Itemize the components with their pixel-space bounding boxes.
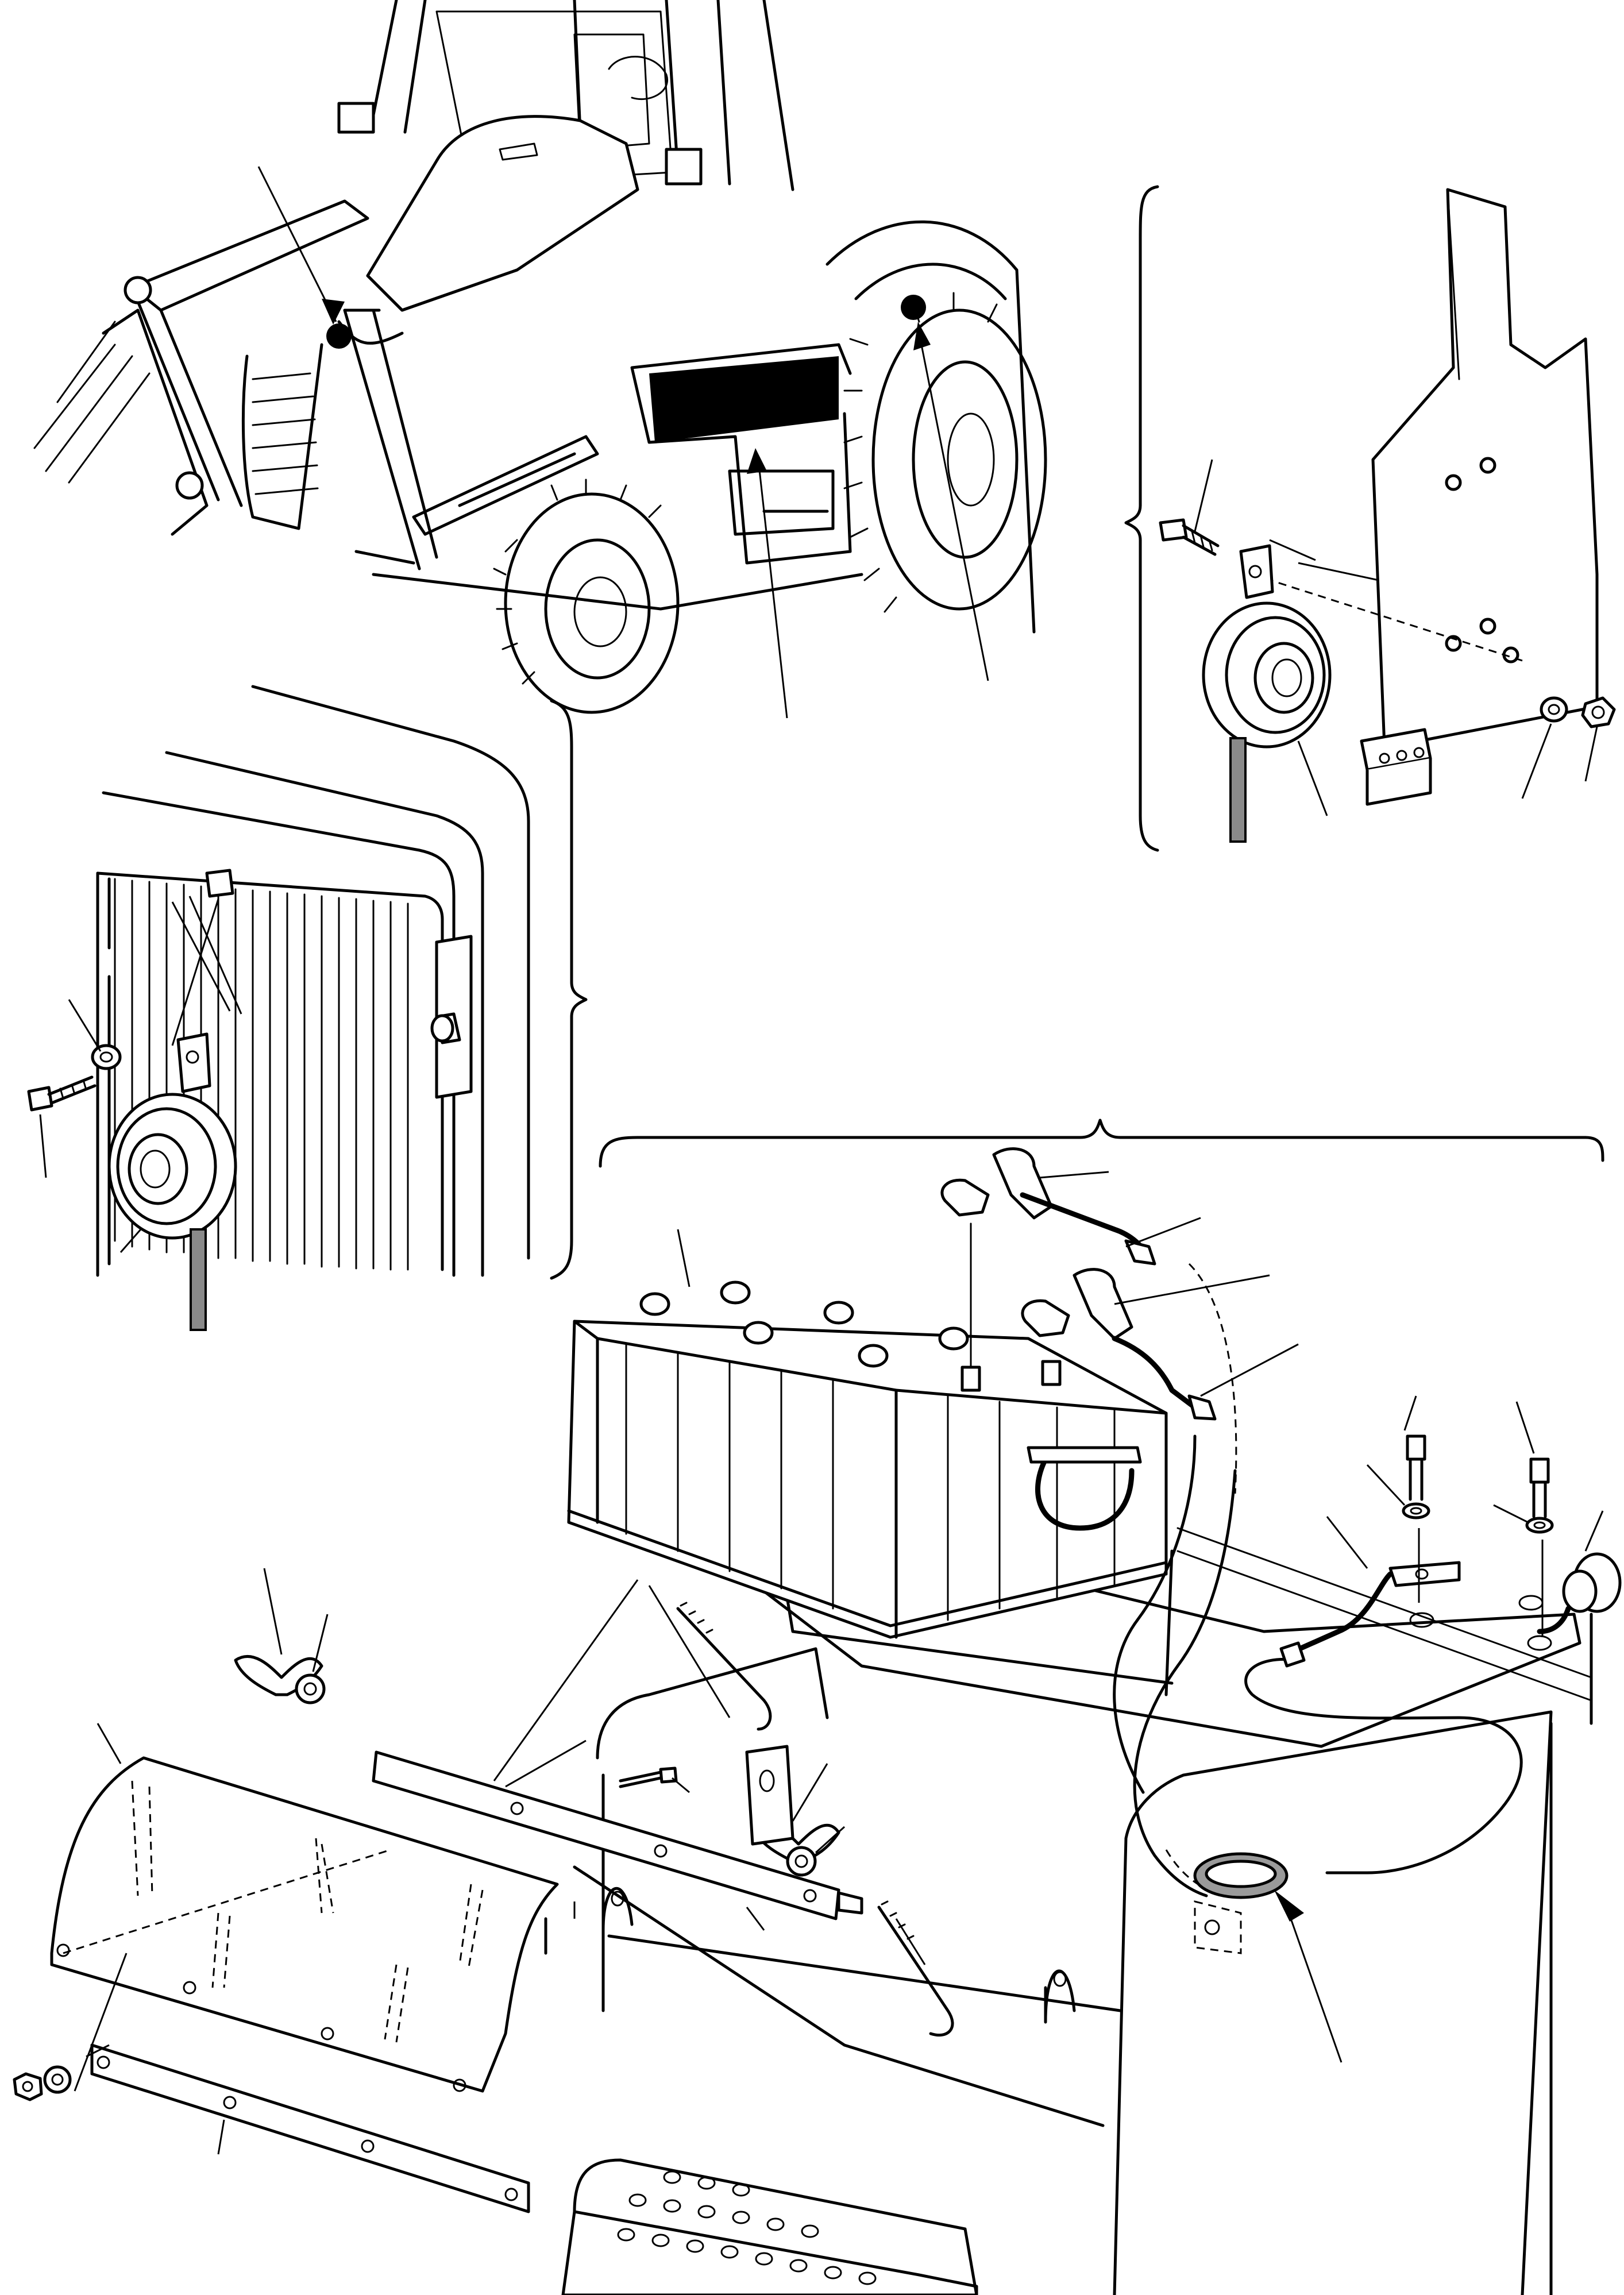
front-horn-detail-view (27, 685, 588, 1331)
rear-horn-detail-view (1124, 185, 1616, 852)
horn-location-front-marker (326, 323, 352, 349)
battery-detail-view (13, 1118, 1622, 2295)
machine-overview-view (33, 0, 1047, 719)
cover (50, 1756, 559, 2093)
horn-location-rear-marker (901, 295, 926, 320)
battery (567, 1222, 1168, 1639)
